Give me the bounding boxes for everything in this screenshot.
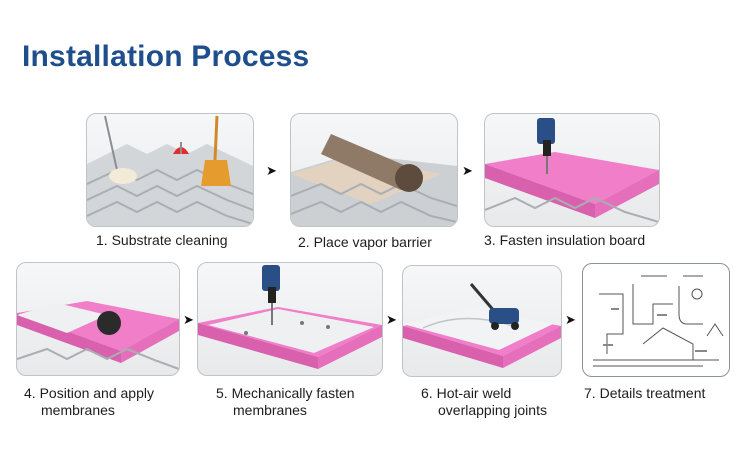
step-7-illustration (582, 263, 730, 377)
page-title: Installation Process (22, 40, 310, 73)
arrow-right-icon: ➤ (386, 312, 397, 327)
step-1-caption: 1. Substrate cleaning (96, 232, 228, 248)
step-5-illustration (197, 262, 383, 376)
step-7-caption: 7. Details treatment (584, 385, 706, 401)
step-4-caption: 4. Position and apply membranes (24, 385, 154, 418)
step-6-illustration (402, 265, 562, 377)
arrow-right-icon: ➤ (462, 163, 473, 178)
step-2-illustration (290, 113, 458, 227)
step-3-caption: 3. Fasten insulation board (484, 232, 646, 248)
arrow-right-icon: ➤ (565, 312, 576, 327)
step-5-caption: 5. Mechanically fasten membranes (216, 385, 355, 418)
arrow-right-icon: ➤ (183, 312, 194, 327)
step-3-illustration (484, 113, 660, 227)
arrow-right-icon: ➤ (266, 163, 277, 178)
step-1-illustration (86, 113, 254, 227)
step-6-caption: 6. Hot-air weld overlapping joints (421, 385, 547, 418)
step-4-illustration (16, 262, 180, 376)
step-2-caption: 2. Place vapor barrier (298, 234, 432, 250)
